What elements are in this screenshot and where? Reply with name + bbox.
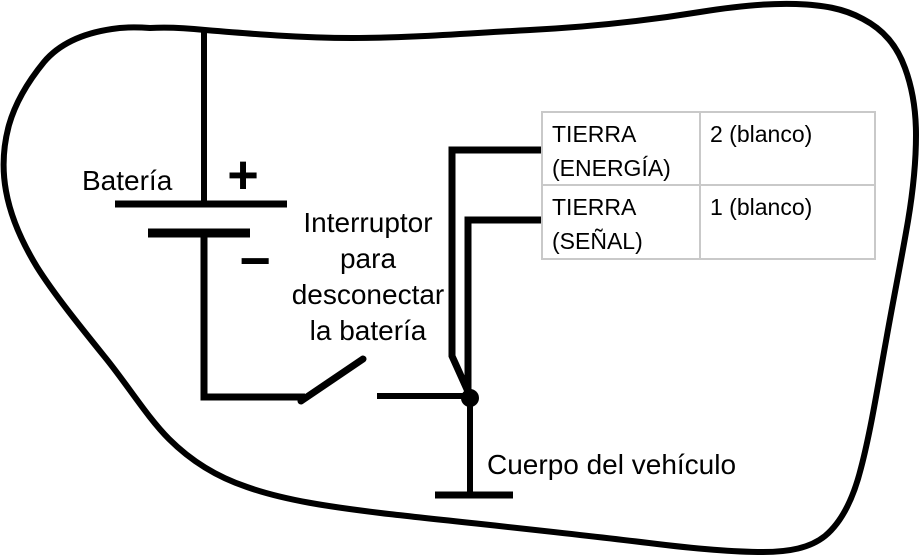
battery-minus-sign: − [239, 231, 271, 291]
battery-negative-wire [200, 237, 305, 401]
vehicle-body-label: Cuerpo del vehículo [487, 449, 737, 480]
battery-plus-sign: + [227, 145, 259, 205]
pin-cell-energy: 2 (blanco) [701, 113, 874, 184]
pin-cell-signal: 1 (blanco) [701, 186, 874, 258]
connector-table: TIERRA (ENERGÍA) 2 (blanco) TIERRA (SEÑA… [541, 111, 876, 260]
ground-wire-signal [464, 216, 542, 398]
switch-label-line-1: Interruptor [303, 207, 433, 238]
switch-blade [297, 355, 367, 405]
ground-symbol [435, 398, 513, 499]
ground-wire-energy [448, 146, 542, 398]
battery-label: Batería [82, 165, 173, 196]
switch-label: Interruptor para desconectar la batería [286, 205, 450, 349]
switch-label-line-2: para [339, 243, 397, 274]
switch-label-line-3: desconectar [291, 279, 445, 310]
signal-cell-energy: TIERRA (ENERGÍA) [543, 113, 699, 184]
signal-cell-signal: TIERRA (SEÑAL) [543, 186, 699, 258]
battery-symbol [115, 30, 305, 401]
switch-label-line-4: la batería [309, 315, 427, 346]
switch-symbol [297, 355, 469, 405]
